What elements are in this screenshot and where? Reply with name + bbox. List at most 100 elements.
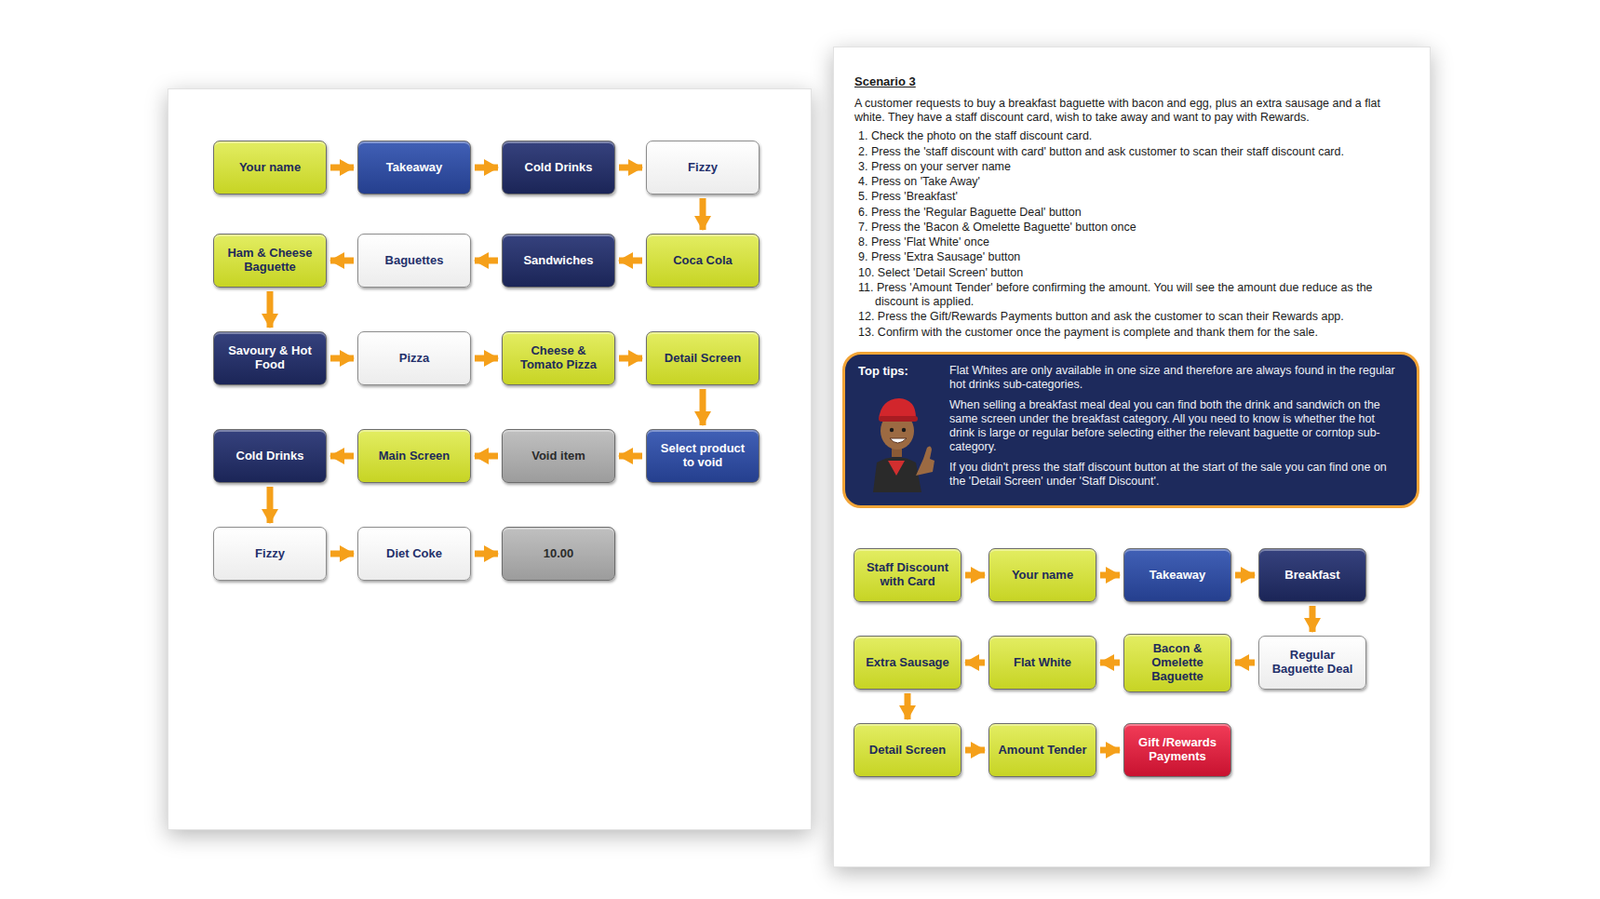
mascot-eye bbox=[901, 428, 906, 432]
flow-arrow bbox=[330, 257, 354, 265]
instruction-step: 12. Press the Gift/Rewards Payments butt… bbox=[854, 309, 1406, 324]
flow-arrow bbox=[474, 551, 498, 558]
button-box: Detail Screen bbox=[645, 331, 760, 386]
button-box: Void item bbox=[501, 429, 616, 484]
flow-arrow bbox=[1235, 659, 1255, 667]
button-label: Bacon & Omelette Baguette bbox=[1130, 642, 1224, 685]
button-box: Your name bbox=[213, 140, 327, 195]
button-box: Sandwiches bbox=[501, 233, 616, 288]
button-box: Cheese & Tomato Pizza bbox=[501, 331, 616, 386]
button-box: Savoury & Hot Food bbox=[213, 331, 327, 386]
button-box: Detail Screen bbox=[853, 723, 962, 778]
flow-arrow bbox=[267, 486, 274, 524]
instruction-step: 5. Press 'Breakfast' bbox=[854, 189, 1406, 204]
scenario-text: Scenario 3 A customer requests to buy a b… bbox=[854, 74, 1406, 341]
flow-arrow bbox=[267, 291, 274, 328]
button-label: Fizzy bbox=[687, 161, 718, 175]
button-label: Breakfast bbox=[1284, 568, 1340, 583]
button-box: Coca Cola bbox=[645, 233, 760, 288]
flow-arrow bbox=[965, 572, 985, 579]
button-box: Ham & Cheese Baguette bbox=[213, 233, 327, 288]
flow-arrow bbox=[618, 355, 643, 363]
instruction-step: 10. Select 'Detail Screen' button bbox=[854, 266, 1406, 281]
flow-arrow bbox=[330, 164, 354, 172]
button-label: Cold Drinks bbox=[236, 449, 305, 464]
instruction-step: 11. Press 'Amount Tender' before confirm… bbox=[854, 281, 1406, 310]
button-label: Baguettes bbox=[385, 254, 444, 269]
button-box: Cold Drinks bbox=[501, 140, 616, 195]
button-label: 10.00 bbox=[543, 547, 575, 562]
flow-arrow bbox=[474, 453, 498, 460]
mascot-eye bbox=[889, 428, 894, 432]
button-box: Breakfast bbox=[1258, 548, 1367, 603]
flow-arrow bbox=[330, 551, 354, 558]
button-box: Select product to void bbox=[645, 429, 760, 484]
button-box: Staff Discount with Card bbox=[853, 548, 962, 603]
button-label: Ham & Cheese Baguette bbox=[220, 246, 320, 275]
button-label: Amount Tender bbox=[997, 743, 1087, 758]
scenario-title: Scenario 3 bbox=[854, 74, 1406, 90]
flow-arrow bbox=[965, 747, 985, 754]
tips-panel: Top tips: Flat Whites are only available … bbox=[842, 351, 1420, 509]
flow-arrow bbox=[474, 257, 498, 265]
button-label: Staff Discount with Card bbox=[860, 561, 955, 590]
mascot-thumb bbox=[915, 445, 935, 476]
mascot-smile bbox=[889, 438, 907, 444]
button-box: Bacon & Omelette Baguette bbox=[1123, 633, 1232, 693]
button-box: Main Screen bbox=[357, 429, 471, 484]
button-label: Your name bbox=[1011, 568, 1074, 583]
flow-arrow bbox=[1100, 572, 1120, 579]
flow-arrow bbox=[618, 257, 643, 265]
flow-arrow bbox=[699, 198, 707, 230]
button-label: Select product to void bbox=[653, 442, 753, 471]
button-label: Savoury & Hot Food bbox=[220, 344, 320, 373]
flow-arrow bbox=[1235, 572, 1255, 579]
instruction-step: 3. Press on your server name bbox=[854, 160, 1406, 175]
tips-heading: Top tips: bbox=[858, 363, 909, 379]
button-box: Fizzy bbox=[213, 526, 327, 581]
flow-arrow bbox=[474, 355, 498, 363]
flow-arrow bbox=[1309, 605, 1317, 632]
flow-arrow bbox=[965, 659, 985, 667]
button-label: Takeaway bbox=[386, 161, 443, 175]
button-label: Cold Drinks bbox=[524, 161, 593, 175]
instruction-step: 13. Confirm with the customer once the p… bbox=[854, 325, 1406, 340]
button-label: Gift /Rewards Payments bbox=[1130, 736, 1224, 765]
button-box: Your name bbox=[988, 548, 1097, 603]
button-box: Amount Tender bbox=[988, 723, 1097, 778]
instruction-step: 6. Press the 'Regular Baguette Deal' but… bbox=[854, 205, 1406, 220]
scenario-intro: A customer requests to buy a breakfast b… bbox=[854, 96, 1406, 126]
flow-arrow bbox=[330, 453, 354, 460]
button-box: Pizza bbox=[357, 331, 471, 386]
button-box: Extra Sausage bbox=[853, 635, 962, 690]
mascot-cap-band bbox=[878, 416, 918, 422]
button-box: Flat White bbox=[988, 635, 1097, 690]
flow-arrow bbox=[1100, 747, 1120, 754]
mascot-body bbox=[873, 457, 922, 493]
tips-text: When selling a breakfast meal deal you c… bbox=[949, 398, 1402, 456]
button-box: Diet Coke bbox=[357, 526, 471, 581]
button-label: Diet Coke bbox=[386, 547, 443, 562]
instruction-step: 2. Press the 'staff discount with card' … bbox=[854, 145, 1406, 160]
button-label: Detail Screen bbox=[664, 351, 741, 366]
tips-text: Flat Whites are only available in one si… bbox=[949, 363, 1402, 393]
button-box: 10.00 bbox=[501, 526, 616, 581]
button-label: Flat White bbox=[1013, 656, 1072, 671]
flow-arrow bbox=[618, 453, 643, 460]
instruction-step: 4. Press on 'Take Away' bbox=[854, 174, 1406, 189]
flow-arrow bbox=[618, 164, 643, 172]
button-box: Cold Drinks bbox=[213, 429, 327, 484]
flow-arrow bbox=[474, 164, 498, 172]
instruction-step: 9. Press 'Extra Sausage' button bbox=[854, 250, 1406, 265]
instruction-step: 8. Press 'Flat White' once bbox=[854, 235, 1406, 250]
mascot-collar bbox=[887, 460, 905, 476]
button-label: Cheese & Tomato Pizza bbox=[509, 344, 608, 373]
button-box: Gift /Rewards Payments bbox=[1123, 723, 1232, 778]
button-label: Void item bbox=[531, 449, 586, 464]
mascot-illustration bbox=[854, 382, 939, 493]
tips-text: If you didn't press the staff discount b… bbox=[949, 460, 1402, 490]
button-box: Takeaway bbox=[357, 140, 471, 195]
button-label: Takeaway bbox=[1149, 568, 1206, 583]
button-label: Detail Screen bbox=[869, 743, 946, 758]
button-box: Regular Baguette Deal bbox=[1258, 635, 1367, 690]
